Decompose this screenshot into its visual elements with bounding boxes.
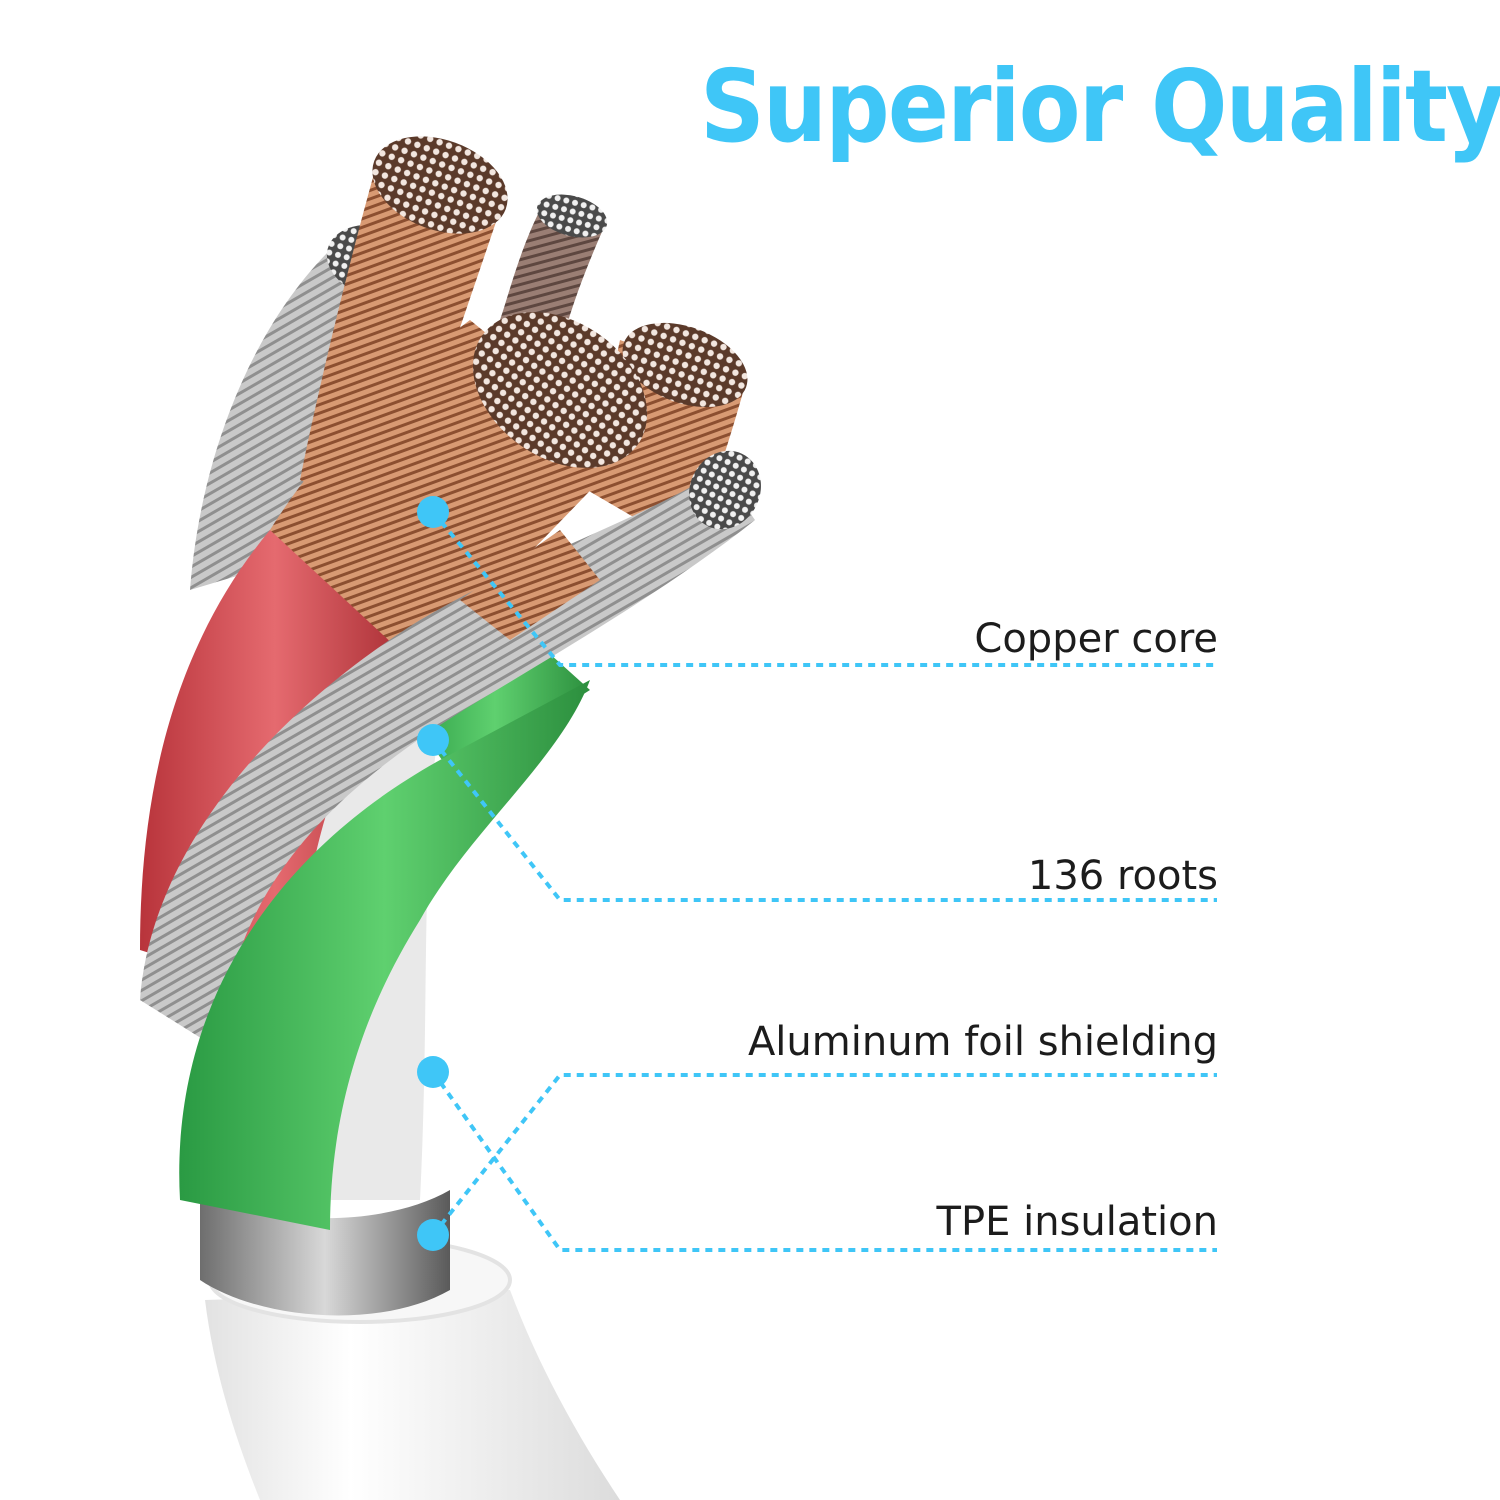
marker-dot-136-roots	[417, 724, 449, 756]
label-copper-core: Copper core	[974, 616, 1218, 662]
leader-aluminum-foil	[431, 1073, 1217, 1237]
front-silver-strand	[140, 470, 755, 1050]
green-insulation-lower	[179, 680, 590, 1230]
label-136-roots: 136 roots	[1027, 853, 1218, 899]
headline-title: Superior Quality	[700, 48, 1500, 165]
brown-strand-end	[536, 194, 608, 238]
leader-copper-core	[431, 510, 1217, 667]
copper-strand-right-end	[622, 322, 748, 408]
green-wire-copper-tip	[460, 530, 600, 640]
foil-shielding	[200, 1190, 450, 1316]
marker-dot-aluminum-foil	[417, 1219, 449, 1251]
marker-dot-tpe-insulation	[417, 1056, 449, 1088]
label-tpe-insulation: TPE insulation	[936, 1199, 1218, 1245]
leader-136-roots	[431, 738, 1217, 902]
jacket-outer	[205, 1290, 620, 1500]
label-aluminum-foil-shielding: Aluminum foil shielding	[747, 1019, 1218, 1065]
front-silver-strand-end	[689, 450, 761, 530]
leader-tpe-insulation	[431, 1070, 1217, 1252]
marker-dot-copper-core	[417, 496, 449, 528]
copper-core-main-end	[472, 312, 648, 468]
copper-strand-back-end	[372, 136, 508, 234]
leader-lines	[431, 510, 1217, 1252]
